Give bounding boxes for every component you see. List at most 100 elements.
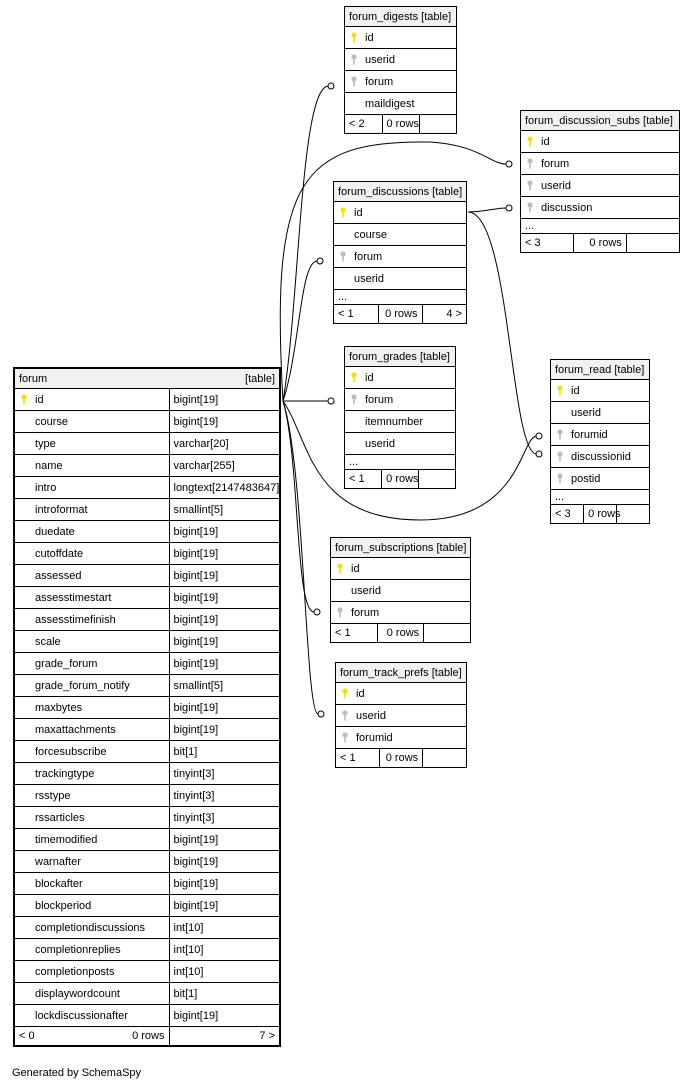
table-header[interactable]: forum_discussion_subs [table] (521, 111, 679, 131)
column-row[interactable]: forum (331, 601, 470, 624)
table-header[interactable]: forum_digests [table] (345, 7, 456, 27)
column-row[interactable]: forumid (551, 423, 649, 446)
more-columns: ... (521, 218, 679, 234)
column-name: timemodified (35, 833, 98, 846)
column-name: userid (356, 709, 386, 722)
table-forum-subscriptions[interactable]: forum_subscriptions [table]id userid forum… (330, 537, 471, 643)
table-header[interactable]: forum_read [table] (551, 360, 649, 380)
fk-read-discussionid (467, 211, 537, 455)
column-row[interactable]: course (334, 223, 466, 246)
column-row[interactable]: id (334, 201, 466, 224)
table-header[interactable]: forum (15, 369, 169, 389)
column-row[interactable]: id (331, 557, 470, 580)
column-type: tinyint[3] (168, 784, 279, 807)
column-row[interactable]: itemnumber (345, 410, 455, 433)
table-header[interactable]: forum_discussions [table] (334, 182, 466, 202)
column-row[interactable]: forumid (336, 726, 466, 749)
column-row[interactable]: userid (336, 704, 466, 727)
foreign-key-icon (351, 394, 357, 405)
column-row[interactable]: id (336, 682, 466, 705)
column-type: bigint[19] (168, 696, 279, 719)
column-name: forum (351, 606, 380, 619)
table-header[interactable]: forum_subscriptions [table] (331, 538, 470, 558)
table-header[interactable]: forum_grades [table] (345, 347, 455, 367)
column-row[interactable]: forum (345, 388, 455, 411)
column-type: tinyint[3] (168, 806, 279, 829)
foreign-key-icon (557, 451, 563, 462)
column-type: varchar[20] (168, 432, 279, 455)
table-kind: [table] (614, 363, 645, 376)
table-forum-track-prefs[interactable]: forum_track_prefs [table]id userid forumid… (335, 662, 467, 768)
child-count (423, 623, 470, 642)
column-type: bigint[19] (168, 894, 279, 917)
primary-key-icon (21, 394, 27, 405)
column-row[interactable]: id (521, 130, 679, 153)
column-row[interactable]: discussionid (551, 445, 649, 468)
column-type: bigint[19] (168, 630, 279, 653)
column-row[interactable]: userid (331, 579, 470, 602)
column-type: bigint[19] (168, 410, 279, 433)
column-row[interactable]: scale bigint[19] (15, 630, 279, 653)
column-row[interactable]: forum (334, 245, 466, 268)
column-row[interactable]: userid (521, 174, 679, 197)
column-row[interactable]: userid (345, 432, 455, 455)
zero-or-many-marker (316, 257, 324, 265)
primary-key-icon (351, 32, 357, 43)
column-row[interactable]: userid (334, 267, 466, 290)
table-header[interactable]: forum_track_prefs [table] (336, 663, 466, 683)
column-row[interactable]: forum (521, 152, 679, 175)
column-row[interactable]: userid (551, 401, 649, 424)
column-row[interactable]: discussion (521, 196, 679, 219)
column-row[interactable]: id (551, 379, 649, 402)
column-row[interactable]: maildigest (345, 92, 456, 115)
column-type: int[10] (168, 916, 279, 939)
table-kind: [table] (431, 666, 462, 679)
column-row[interactable]: id (345, 366, 455, 389)
foreign-key-icon (557, 429, 563, 440)
column-row[interactable]: userid (345, 48, 456, 71)
column-name: userid (351, 584, 381, 597)
column-row[interactable]: forum (345, 70, 456, 93)
column-name: scale (35, 635, 61, 648)
child-count (417, 469, 455, 488)
column-row[interactable]: id (345, 26, 456, 49)
column-type: bigint[19] (168, 542, 279, 565)
column-name: discussion (541, 201, 593, 214)
column-row[interactable]: postid (551, 467, 649, 490)
parent-count: < 1 (338, 308, 354, 320)
